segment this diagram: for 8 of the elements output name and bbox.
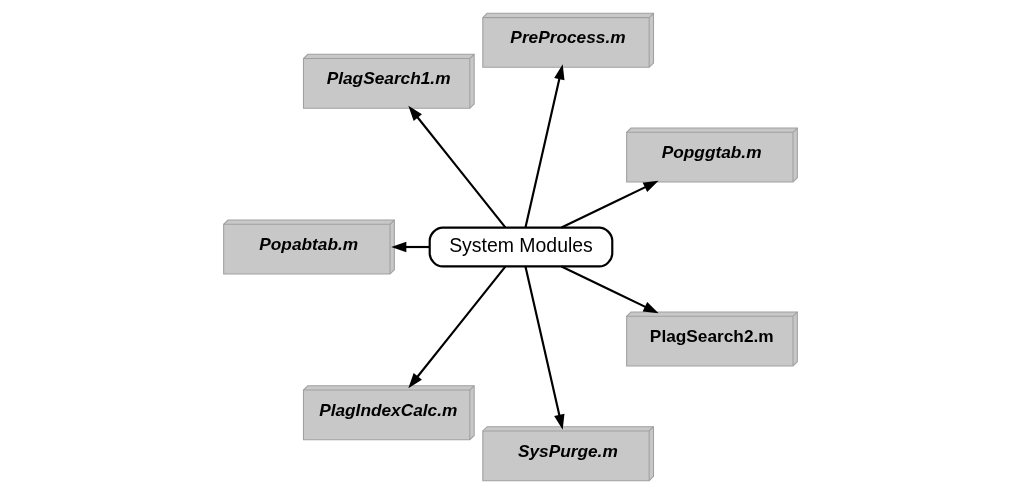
arrow: [390, 241, 430, 252]
arrow: [560, 180, 659, 228]
arrow: [523, 63, 564, 227]
arrow: [560, 265, 659, 313]
arrow: [407, 105, 506, 228]
arrow: [407, 265, 506, 388]
node-box: System Modules: [428, 226, 613, 268]
arrow: [523, 266, 564, 430]
